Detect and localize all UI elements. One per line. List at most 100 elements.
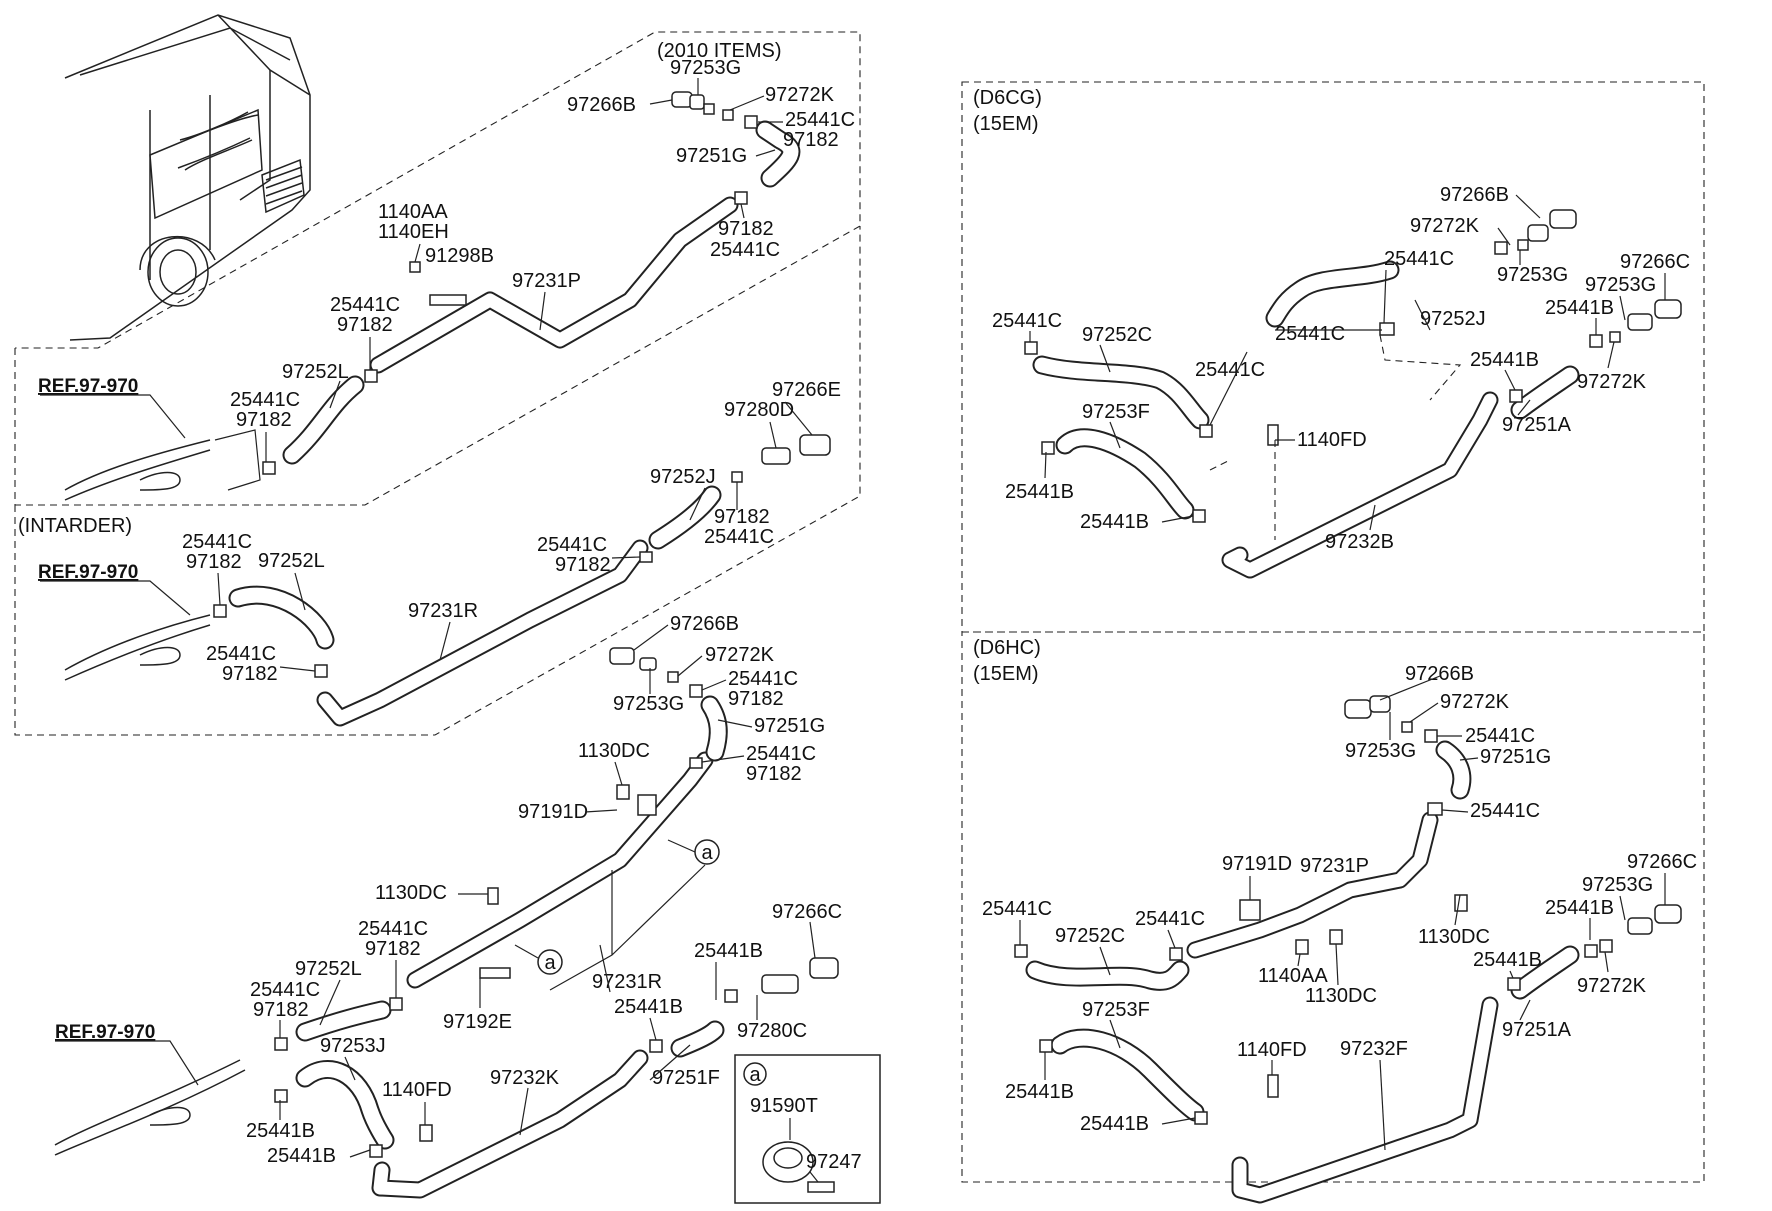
part-label: 97231P: [512, 270, 581, 292]
part-label: 25441B: [246, 1120, 315, 1142]
callout-a-2-label: a: [544, 952, 556, 974]
part-label: 25441B: [1545, 897, 1614, 919]
part-label: 97252L: [282, 361, 349, 383]
part-label: 1140FD: [1237, 1039, 1307, 1061]
part-label: 25441C: [250, 979, 320, 1001]
ref-line-2: [64, 614, 211, 681]
part-label: 97266B: [1405, 663, 1474, 685]
connector-97266b-rt: [1527, 209, 1577, 242]
part-label: 97252L: [258, 550, 325, 572]
part-label: 1140FD: [1297, 429, 1367, 451]
part-label: 25441C: [358, 918, 428, 940]
part-label: 97231R: [592, 971, 662, 993]
part-label: 97182: [253, 999, 309, 1021]
part-label: 97272K: [765, 84, 835, 106]
part-label: 97253G: [1345, 740, 1416, 762]
hose-97251g-top: [755, 120, 801, 188]
hose-97251a-rt: [1510, 365, 1580, 420]
section-label-2010-items: (2010 ITEMS): [657, 40, 781, 62]
part-label: 25441C: [1195, 359, 1265, 381]
part-label: 97266C: [1627, 851, 1697, 873]
part-label: 97182: [718, 218, 774, 240]
part-label: 1140AA: [378, 201, 448, 223]
part-label: 91590T: [750, 1095, 818, 1117]
pipe-97231r-intarder: [316, 539, 649, 727]
part-label: 97280C: [737, 1020, 807, 1042]
part-labels-left: 97253G 97266B 97272K 25441C 97182 97251G…: [182, 57, 862, 1173]
part-label: 97253G: [1497, 264, 1568, 286]
part-label: 97182: [783, 129, 839, 151]
part-label: 97280D: [724, 399, 794, 421]
part-label: 1140FD: [382, 1079, 452, 1101]
part-label: 25441C: [1384, 248, 1454, 270]
part-label: 25441C: [1470, 800, 1540, 822]
ref-label-1: REF.97-970: [38, 376, 138, 397]
connector-97266b-rb: [1344, 695, 1391, 719]
part-label: 97272K: [705, 644, 775, 666]
section-label-intarder: (INTARDER): [18, 515, 132, 537]
part-label: 97251G: [676, 145, 747, 167]
part-label: 97232B: [1325, 531, 1394, 553]
bus-illustration: [64, 14, 311, 341]
connector-97266c-rb: [1627, 904, 1682, 935]
part-label: 97266B: [670, 613, 739, 635]
hose-97252l-main: [295, 1000, 392, 1042]
part-label: 25441C: [704, 526, 774, 548]
part-label: 25441C: [182, 531, 252, 553]
callout-a-2: a: [537, 949, 563, 975]
part-label: 25441C: [206, 643, 276, 665]
part-label: 1140EH: [378, 221, 449, 243]
ref-line-1: [64, 439, 211, 501]
callout-a-1-label: a: [701, 842, 713, 864]
hose-97253f-rb: [1050, 1028, 1205, 1122]
part-label: 1130DC: [1305, 985, 1377, 1007]
hose-97252c-rt: [1032, 355, 1210, 430]
part-label: 97252L: [295, 958, 362, 980]
part-label: 97182: [365, 938, 421, 960]
part-label: 1130DC: [375, 882, 447, 904]
clamps-rb: [1014, 721, 1613, 1125]
hose-97251a-rb: [1510, 945, 1580, 1000]
part-label: 97253F: [1082, 999, 1150, 1021]
pipe-97232f: [1231, 996, 1499, 1204]
connector-97266e: [761, 434, 831, 465]
hose-97251f: [670, 1020, 725, 1058]
part-label: 97253J: [320, 1035, 386, 1057]
part-label: 25441B: [267, 1145, 336, 1167]
part-label: 25441C: [992, 310, 1062, 332]
ref-line-3: [54, 1059, 246, 1156]
connector-97266b-main: [609, 647, 657, 671]
part-label: 97251G: [754, 715, 825, 737]
part-label: 1130DC: [578, 740, 650, 762]
callout-a-1: a: [694, 839, 720, 865]
part-label: 97266B: [1440, 184, 1509, 206]
part-label: 97232K: [490, 1067, 560, 1089]
pipe-97231p-rb: [1186, 811, 1439, 959]
part-label: 97231P: [1300, 855, 1369, 877]
part-label: 97253G: [1582, 874, 1653, 896]
hose-97253f-rt: [1055, 428, 1195, 520]
part-label: 97182: [714, 506, 770, 528]
part-label: 25441B: [1080, 511, 1149, 533]
leader-lines: [217, 78, 1666, 1183]
part-label: 25441B: [1080, 1113, 1149, 1135]
part-label: 97192E: [443, 1011, 512, 1033]
part-label: 97251F: [652, 1067, 720, 1089]
pipe-97232b: [1221, 391, 1499, 579]
part-label: 97232F: [1340, 1038, 1408, 1060]
callout-a-box-label: a: [749, 1064, 761, 1086]
part-label: 25441C: [1135, 908, 1205, 930]
part-label: 97251G: [1480, 746, 1551, 768]
hose-97252l-top: [282, 375, 365, 465]
part-label: 97253G: [613, 693, 684, 715]
part-label: 97266C: [772, 901, 842, 923]
part-label: 97252C: [1082, 324, 1152, 346]
hose-97252l-intarder: [228, 585, 335, 650]
part-label: 97252J: [1420, 308, 1486, 330]
part-label: 97182: [222, 663, 278, 685]
part-label: 25441B: [1005, 481, 1074, 503]
section-label-d6cg-sub: (15EM): [973, 113, 1039, 135]
inset-box-a: a: [734, 1054, 881, 1204]
part-label: 97266C: [1620, 251, 1690, 273]
ref-label-3: REF.97-970: [55, 1022, 155, 1043]
